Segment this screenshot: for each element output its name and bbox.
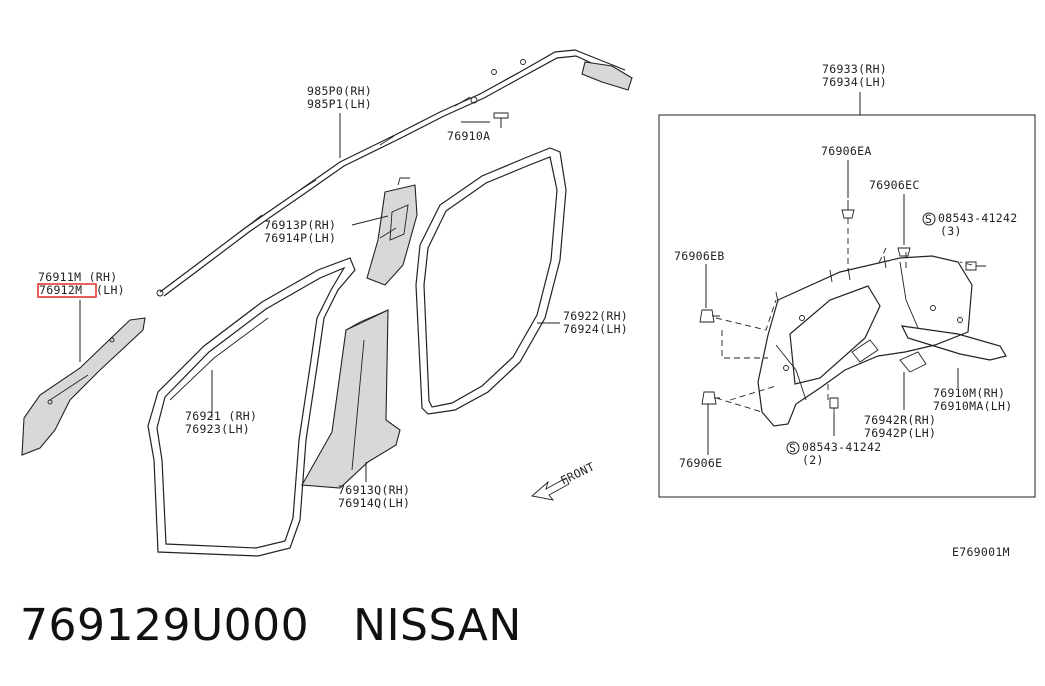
screw-s-1: S	[925, 212, 932, 226]
label-76910m: 76910M(RH)	[933, 386, 1005, 400]
label-76913q: 76913Q(RH)	[338, 483, 410, 497]
bolt-76910a	[461, 112, 509, 128]
label-76914p: 76914P(LH)	[264, 231, 336, 245]
detail-box	[658, 114, 1036, 498]
front-door-weatherstrip	[147, 257, 356, 557]
pillar-lower-trim	[301, 309, 401, 489]
curtain-airbag-part	[156, 49, 633, 297]
rear-door-weatherstrip	[415, 147, 567, 415]
clip-76906e-icon	[701, 391, 720, 405]
clip-76906eb-icon	[699, 309, 720, 323]
screw-s-2: S	[789, 441, 796, 455]
label-front: FRONT	[558, 459, 597, 487]
label-76922: 76922(RH)	[563, 309, 628, 323]
label-76912m-side: (LH)	[96, 283, 125, 297]
label-76934: 76934(LH)	[822, 75, 887, 89]
diagram-code: E769001M	[952, 545, 1010, 559]
label-985p1: 985P1(LH)	[307, 97, 372, 111]
label-76906e: 76906E	[679, 456, 722, 470]
front-pillar-trim	[21, 317, 146, 456]
label-08543-2: 08543-41242	[802, 440, 881, 454]
label-76924: 76924(LH)	[563, 322, 628, 336]
pillar-upper-trim	[366, 177, 418, 286]
label-76906ec: 76906EC	[869, 178, 920, 192]
label-985p0: 985P0(RH)	[307, 84, 372, 98]
label-76923: 76923(LH)	[185, 422, 250, 436]
screw-08543-2-icon	[829, 397, 839, 414]
label-76914q: 76914Q(LH)	[338, 496, 410, 510]
clip-76942-part	[851, 339, 927, 373]
part-number: 769129U000	[20, 600, 310, 651]
clip-76906ec-icon	[897, 247, 911, 257]
label-76942r: 76942R(RH)	[864, 413, 936, 427]
label-76911m: 76911M (RH)	[38, 270, 117, 284]
brand-name: NISSAN	[353, 600, 522, 651]
label-76906eb: 76906EB	[674, 249, 725, 263]
rear-quarter-trim-panel	[757, 255, 973, 427]
label-76913p: 76913P(RH)	[264, 218, 336, 232]
highlight-box	[37, 283, 97, 298]
label-76933: 76933(RH)	[822, 62, 887, 76]
label-08543-3: 08543-41242	[938, 211, 1017, 225]
label-76912m: 76912M	[39, 283, 82, 297]
label-76910ma: 76910MA(LH)	[933, 399, 1012, 413]
label-76921: 76921 (RH)	[185, 409, 257, 423]
part-caption: 769129U000 NISSAN	[20, 600, 522, 651]
label-08543-3-qty: (3)	[940, 224, 962, 238]
label-08543-2-qty: (2)	[802, 453, 824, 467]
label-76910a: 76910A	[447, 129, 490, 143]
screw-symbol-icon	[786, 212, 936, 455]
clip-76906ea-icon	[841, 200, 855, 219]
screw-08543-3-icon	[965, 261, 986, 271]
label-76906ea: 76906EA	[821, 144, 872, 158]
rear-quarter-extension-part	[900, 325, 1007, 361]
label-76942p: 76942P(LH)	[864, 426, 936, 440]
front-arrow-icon	[531, 477, 570, 501]
